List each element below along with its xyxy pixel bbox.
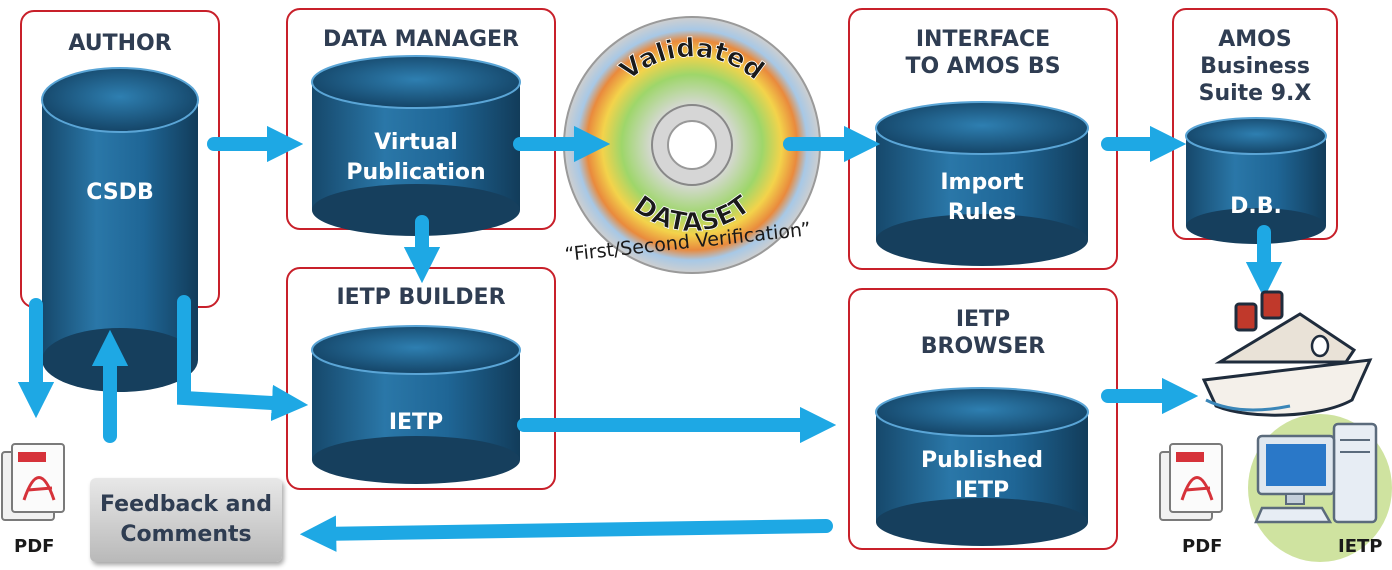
arrow-author-to-ietpbuilder <box>177 295 309 422</box>
ietp-output-label: IETP <box>1338 536 1383 557</box>
pdf-left-label: PDF <box>14 536 55 557</box>
flow-arrows <box>17 125 1283 552</box>
ietp-builder-title: IETP BUILDER <box>336 285 506 310</box>
import-rules-label: Import Rules <box>940 170 1024 225</box>
pdf-document-icon <box>1 443 65 521</box>
computer-icon <box>1248 414 1392 562</box>
ietp-browser-title: IETP BROWSER <box>920 307 1046 359</box>
author-title: AUTHOR <box>68 31 172 56</box>
csdb-cylinder <box>41 67 199 392</box>
ietp-label: IETP <box>388 410 444 435</box>
published-ietp-cylinder <box>875 387 1089 546</box>
published-ietp-label: Published IETP <box>920 448 1044 503</box>
pdf-right-label: PDF <box>1182 536 1223 557</box>
virtual-publication-cylinder <box>311 55 521 236</box>
data-manager-title: DATA MANAGER <box>323 27 519 52</box>
cd-disc-icon: Validated DATASET <box>563 16 821 274</box>
db-label: D.B. <box>1230 194 1282 219</box>
interface-title: INTERFACE TO AMOS BS <box>905 27 1061 79</box>
db-cylinder <box>1185 117 1327 244</box>
ship-icon <box>1201 290 1373 417</box>
virtual-publication-label: Virtual Publication <box>346 130 486 185</box>
csdb-label: CSDB <box>86 180 154 205</box>
import-rules-cylinder <box>875 101 1089 266</box>
feedback-box: Feedback and Comments <box>90 478 282 562</box>
ietp-cylinder <box>311 325 521 484</box>
amos-title: AMOS Business Suite 9.X <box>1198 27 1312 106</box>
arrow-browser-to-feedback <box>299 515 833 552</box>
pdf-document-icon <box>1159 443 1223 521</box>
